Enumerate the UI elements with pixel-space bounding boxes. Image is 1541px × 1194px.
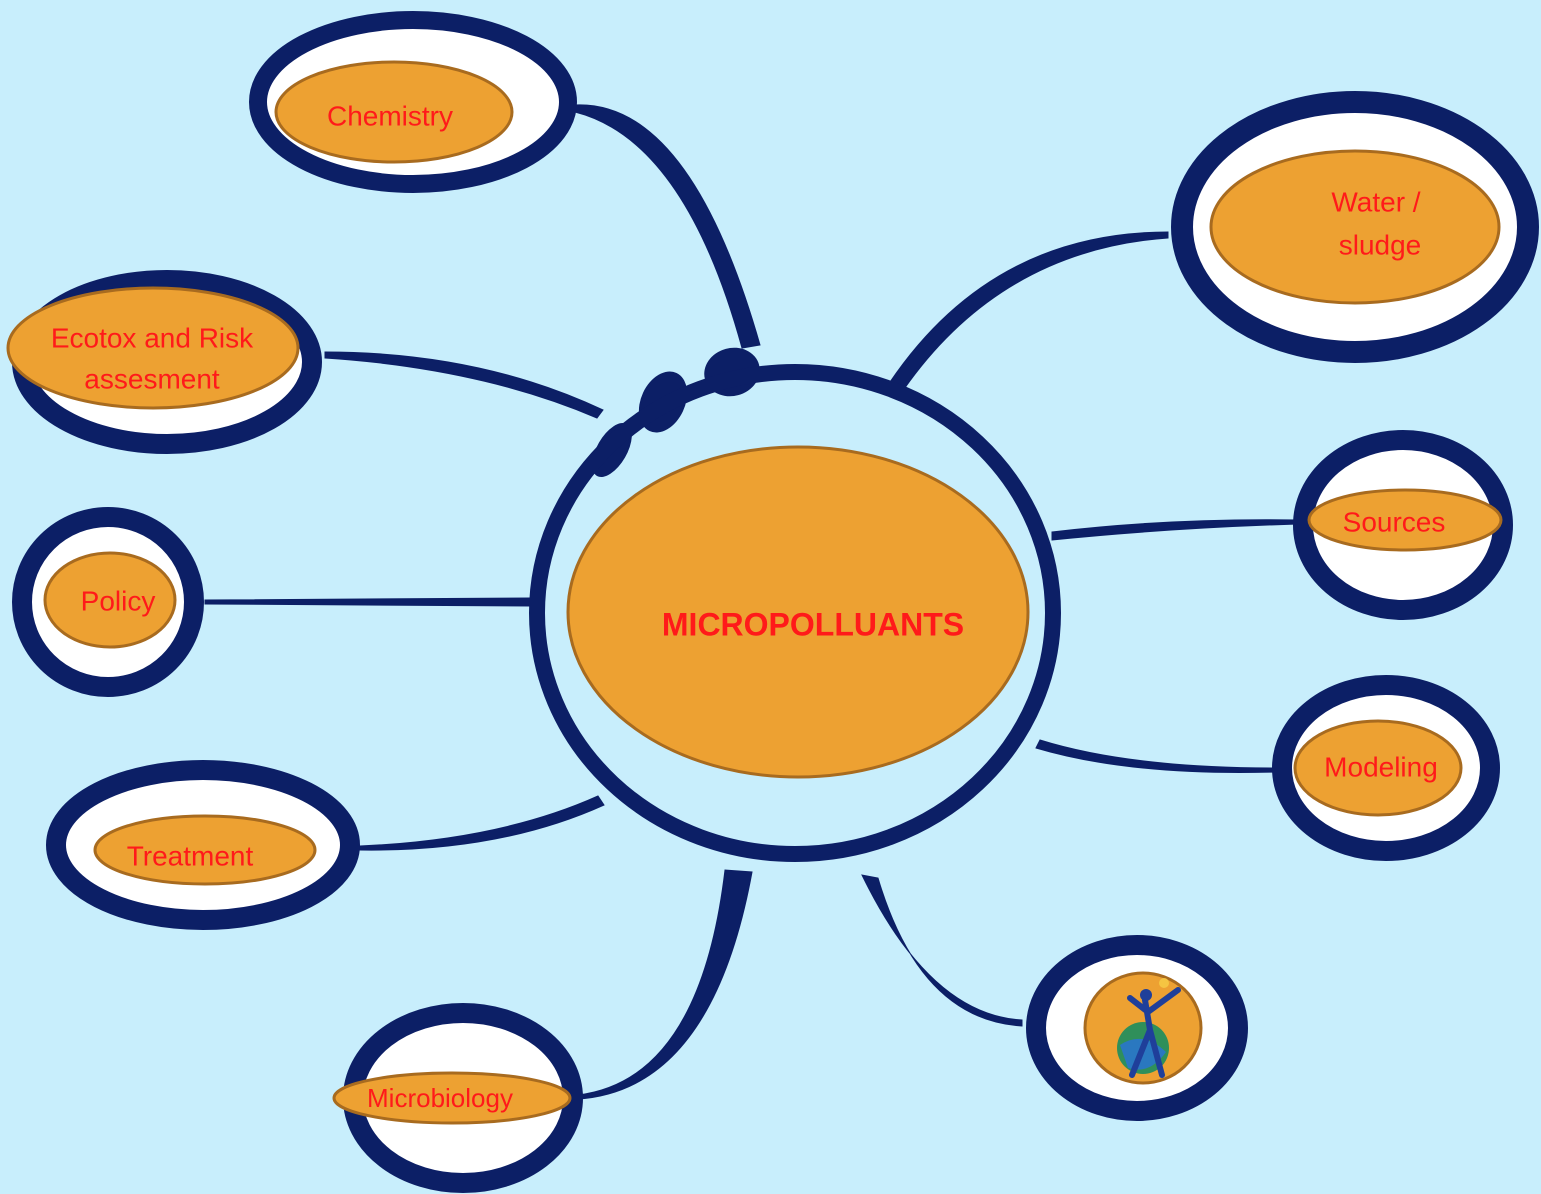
node-microbiology: Microbiology (332, 1003, 583, 1193)
node-ecotox-oval (6, 286, 300, 410)
node-chemistry-label: Chemistry (327, 100, 453, 131)
logo-sun (1159, 978, 1169, 988)
connector-water-sludge (887, 231, 1169, 393)
node-modeling-label: Modeling (1324, 751, 1438, 782)
node-modeling-oval (1293, 719, 1463, 817)
connector-treatment (359, 795, 605, 851)
node-modeling: Modeling (1272, 675, 1500, 861)
node-policy-label: Policy (81, 585, 156, 616)
node-sources-oval (1307, 488, 1503, 552)
node-treatment: Treatment (46, 760, 360, 930)
node-sources: Sources (1293, 430, 1513, 620)
center-oval (566, 445, 1030, 779)
node-water-sludge: Water / sludge (1171, 91, 1539, 363)
connector-policy (204, 597, 531, 607)
node-treatment-oval (93, 814, 317, 886)
node-ecotox-label-line1: Ecotox and Risk (51, 322, 254, 353)
connector-sources (1051, 519, 1299, 541)
center-ring (529, 364, 1061, 862)
node-treatment-label: Treatment (127, 840, 254, 871)
node-policy: Policy (12, 507, 204, 697)
connector-microbiology (577, 869, 753, 1100)
node-water-sludge-label-line2: sludge (1339, 229, 1422, 260)
node-logo (1026, 935, 1248, 1121)
node-water-sludge-label-line1: Water / (1331, 186, 1420, 217)
node-ecotox-label-line2: assesment (84, 363, 220, 394)
logo-person-head (1140, 989, 1152, 1001)
node-microbiology-oval (332, 1071, 572, 1125)
person-globe-logo-icon (1117, 978, 1181, 1078)
connector-logo (861, 874, 1023, 1027)
connectors (204, 104, 1299, 1100)
connector-ecotox (324, 351, 604, 419)
node-chemistry-oval (274, 60, 514, 164)
node-sources-label: Sources (1343, 506, 1446, 537)
node-chemistry: Chemistry (249, 11, 577, 193)
center-node: MICROPOLLUANTS (529, 364, 1061, 862)
node-water-sludge-oval (1209, 149, 1501, 305)
connector-chemistry (574, 104, 761, 349)
node-microbiology-label: Microbiology (367, 1083, 513, 1113)
logo-person (1127, 987, 1181, 1078)
connector-modeling (1035, 739, 1276, 773)
node-policy-oval (43, 551, 177, 649)
node-ecotox: Ecotox and Risk assesment (6, 270, 322, 454)
center-label: MICROPOLLUANTS (662, 606, 964, 642)
